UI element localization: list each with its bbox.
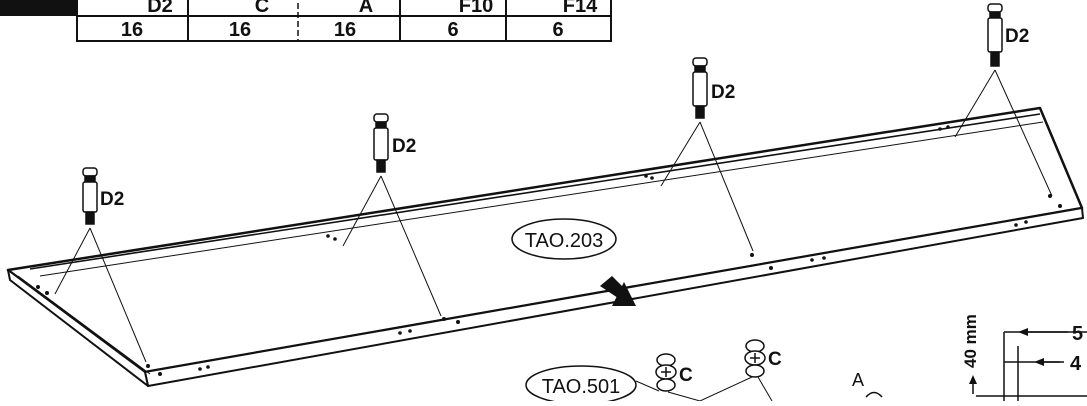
pin-label: A — [852, 370, 864, 390]
dowel-label: D2 — [1005, 26, 1029, 47]
hole — [45, 291, 49, 295]
panel-holes — [36, 125, 1062, 376]
hole — [644, 174, 648, 178]
cam-fitting-group: TAO.501 C C A — [525, 339, 883, 405]
table-header-cell: D2 — [147, 0, 173, 17]
cam-lock-icon — [744, 339, 766, 378]
table-header-cell: F10 — [459, 0, 493, 17]
table-qty-cell: 16 — [334, 19, 356, 41]
dimension-arrowhead-icon — [969, 375, 977, 384]
table-header-cell: C — [255, 0, 269, 17]
dimension-lines — [972, 331, 1087, 401]
dowel-icon — [692, 57, 708, 119]
direction-arrow-icon — [600, 276, 636, 306]
measurement-detail: 40 mm 5 4 — [961, 314, 1087, 401]
dowel-label: D2 — [100, 189, 124, 210]
panel-groove-line — [39, 121, 1044, 277]
measurement-mark-upper: 5 — [1072, 323, 1083, 345]
leader-lines — [954, 69, 1053, 197]
hole — [198, 367, 202, 371]
hole — [333, 237, 337, 241]
leader-lines — [660, 121, 754, 252]
panel-reference: TAO.203 — [511, 218, 636, 306]
hole — [146, 364, 150, 368]
hole — [442, 317, 446, 321]
hole — [456, 320, 460, 324]
hole — [1014, 223, 1018, 227]
hole — [158, 372, 162, 376]
cam-label: C — [679, 365, 693, 386]
dowel-label: D2 — [711, 82, 735, 103]
hole — [36, 285, 40, 289]
hole — [398, 331, 402, 335]
table-header-cell: F14 — [563, 0, 598, 17]
hole — [206, 365, 210, 369]
measurement-mark-lower: 4 — [1070, 353, 1082, 375]
hole — [326, 234, 330, 238]
table-frame — [76, 0, 612, 42]
cam-lock-icon — [655, 353, 677, 392]
panel-inner-edge — [17, 275, 151, 375]
measurement-distance: 40 mm — [961, 314, 980, 368]
dowel-group: D2 — [54, 167, 147, 363]
leader-lines — [635, 376, 773, 402]
table-side-tab — [0, 0, 76, 16]
panel-ref-label: TAO.203 — [525, 230, 604, 252]
hole — [408, 329, 412, 333]
panel-ref-oval — [511, 218, 617, 260]
hole — [650, 176, 654, 180]
hole — [750, 253, 754, 257]
dowel-group: D2 — [954, 3, 1053, 197]
leader-lines — [342, 175, 442, 317]
dowel-icon — [82, 167, 98, 225]
panel-groove-line — [29, 113, 1041, 270]
pin-icon — [865, 391, 883, 398]
dowel-icon — [987, 3, 1003, 67]
hole — [810, 258, 814, 262]
dowel-group: D2 — [660, 57, 754, 252]
hole — [822, 256, 826, 260]
cam-label: C — [768, 349, 782, 370]
table-qty-cell: 16 — [121, 19, 143, 41]
table-qty-cell: 16 — [229, 19, 251, 41]
dowel-icon — [373, 113, 389, 173]
cam-panel-ref-label: TAO.501 — [542, 376, 621, 398]
hole — [1024, 220, 1028, 224]
parts-table: D2 C A F10 F14 16 16 16 6 6 — [0, 0, 612, 42]
table-qty-cell: 6 — [447, 19, 458, 41]
table-qty-cell: 6 — [552, 19, 563, 41]
hole — [938, 127, 942, 131]
leader-lines — [54, 227, 147, 363]
table-header-cell: A — [359, 0, 373, 17]
panel-left-edge — [7, 269, 149, 387]
dowel-group: D2 — [342, 113, 442, 317]
dimension-arrow-icon — [1018, 328, 1068, 336]
hole — [769, 266, 773, 270]
hole — [946, 125, 950, 129]
hole — [1058, 204, 1062, 208]
dowel-label: D2 — [392, 136, 416, 157]
dimension-arrow-icon — [1034, 358, 1064, 366]
